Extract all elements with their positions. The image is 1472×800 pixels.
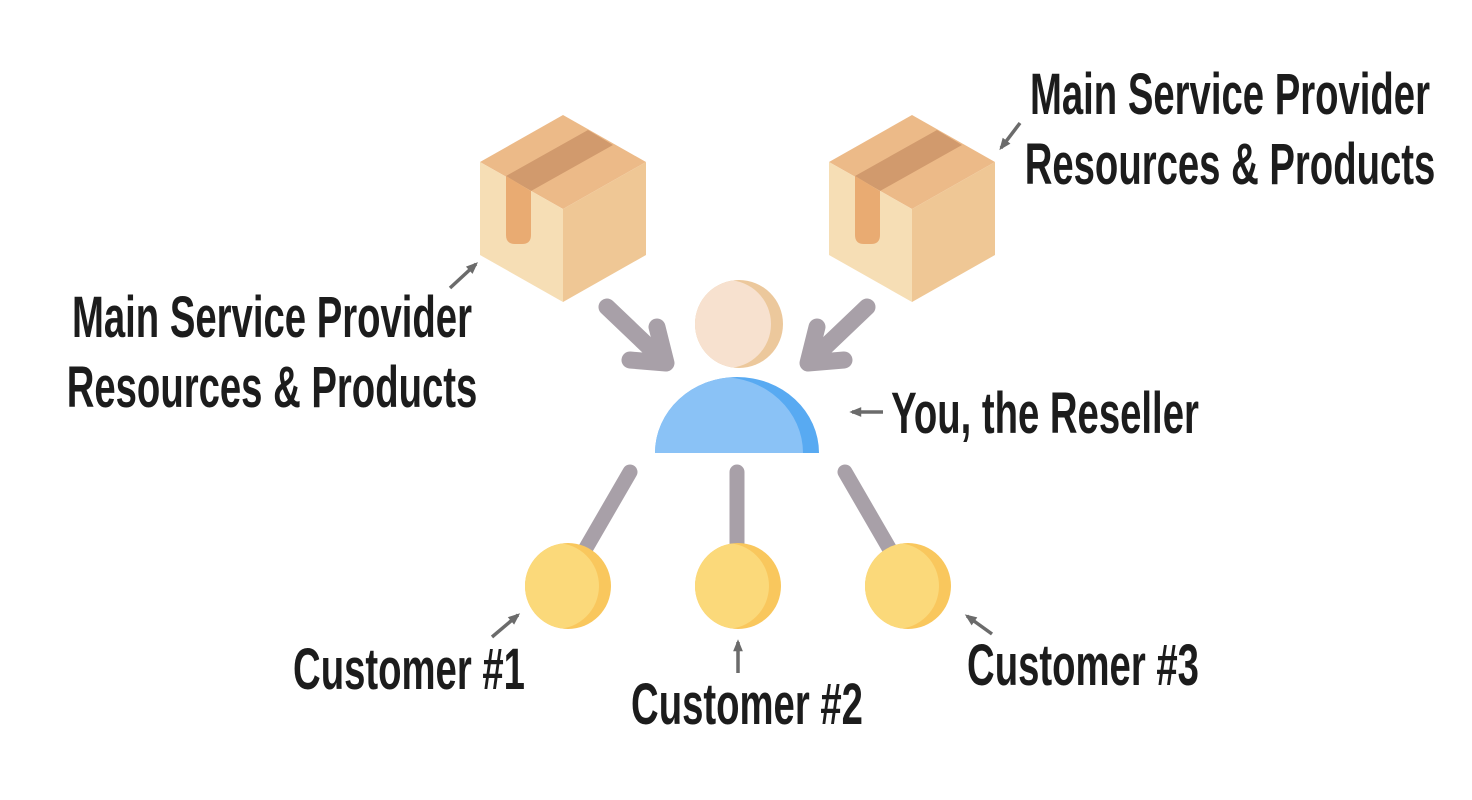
label-provider-left-line1: Main Service Provider (71, 285, 473, 350)
flow-arrow-left-head (621, 318, 675, 372)
connector-lines (578, 464, 897, 556)
pointer-arrow-provider-right (999, 121, 1022, 151)
connector-line-1 (578, 464, 638, 556)
flow-arrow-right-shaft (815, 298, 876, 357)
label-provider-left-line2: Resources & Products (66, 355, 478, 420)
person-head (695, 280, 771, 368)
package-box-icon-left (480, 115, 646, 302)
label-provider-right: Main Service Provider Resources & Produc… (1025, 60, 1436, 200)
flow-arrow-right (799, 298, 876, 372)
label-customer-2: Customer #2 (631, 672, 863, 737)
pointer-arrows (448, 121, 1022, 673)
connector-line-3 (837, 464, 897, 556)
pointer-arrow-customer-3 (964, 614, 994, 636)
pointer-arrow-provider-left (448, 262, 478, 290)
label-provider-left: Main Service Provider Resources & Produc… (67, 283, 478, 423)
label-provider-right-line1: Main Service Provider (1029, 62, 1431, 127)
label-customer-1: Customer #1 (293, 637, 525, 702)
label-reseller: You, the Reseller (891, 381, 1199, 446)
customer-circle-icon-1 (513, 543, 611, 629)
flow-arrow-left-shaft (598, 298, 659, 357)
flow-arrow-right-head (799, 318, 853, 372)
label-provider-right-line2: Resources & Products (1024, 132, 1436, 197)
customer-circle-icon-2 (683, 543, 781, 629)
package-box-icon-right (829, 115, 995, 302)
flow-arrow-left (598, 298, 675, 372)
pointer-arrow-customer-1 (490, 613, 521, 639)
customer-circle-icon-3 (853, 543, 951, 629)
label-customer-3: Customer #3 (967, 633, 1199, 698)
